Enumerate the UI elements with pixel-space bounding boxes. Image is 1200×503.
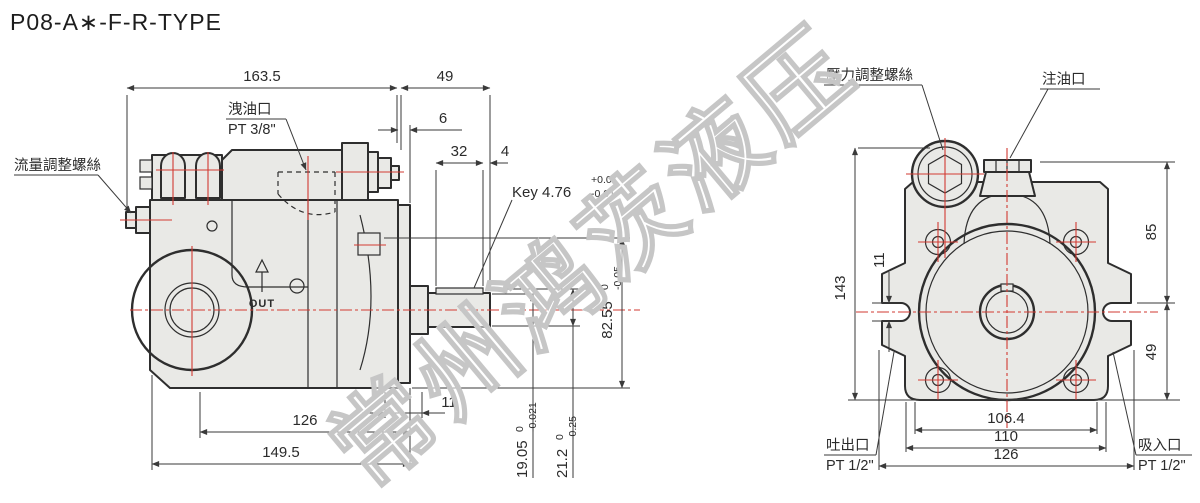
svg-text:洩油口: 洩油口 — [228, 101, 272, 118]
dim-19-05: 19.05 0 -0.021 — [492, 293, 540, 478]
svg-text:PT 1/2": PT 1/2" — [1138, 458, 1186, 474]
dim-143: 143 — [832, 147, 1180, 401]
svg-text:49: 49 — [1143, 344, 1160, 361]
svg-text:6: 6 — [439, 110, 447, 127]
svg-text:流量調整螺絲: 流量調整螺絲 — [14, 157, 101, 174]
svg-text:21.2: 21.2 — [554, 449, 571, 478]
dim-82-55: 82.55 0 -0.05 — [384, 237, 630, 389]
dim-4: 4 — [489, 143, 509, 166]
fv-bolt-hole — [1056, 222, 1096, 262]
fv-bolt-hole — [918, 222, 958, 262]
fv-bolt-holes — [918, 222, 1096, 400]
svg-text:126: 126 — [292, 412, 317, 429]
label-drain-port: 洩油口 PT 3/8" — [226, 101, 307, 171]
dim-126-front: 126 — [878, 350, 1135, 470]
svg-text:+0.01: +0.01 — [591, 174, 618, 186]
svg-text:126: 126 — [993, 446, 1018, 463]
label-suction-port: 吸入口 PT 1/2" — [1112, 351, 1192, 474]
svg-text:0: 0 — [514, 426, 526, 432]
label-fill-port: 注油口 — [1009, 71, 1100, 159]
front-view: 143 11 85 49 — [824, 67, 1192, 474]
svg-text:0: 0 — [554, 434, 566, 440]
sv-top-cover — [221, 149, 343, 201]
dim-11-side: 11 — [362, 392, 457, 418]
sv-bolt-block — [139, 152, 223, 201]
sv-out-marking: OUT — [249, 258, 275, 310]
sv-shaft — [427, 287, 491, 328]
sv-shaft-key — [435, 287, 484, 295]
label-discharge-port: 吐出口 PT 1/2" — [824, 351, 895, 474]
svg-text:-0.05: -0.05 — [612, 266, 624, 290]
svg-text:85: 85 — [1143, 224, 1160, 241]
svg-text:163.5: 163.5 — [243, 68, 281, 85]
dim-106-4: 106.4 — [914, 402, 1098, 434]
dim-49-side: 49 — [400, 68, 491, 288]
dim-110: 110 — [905, 402, 1107, 452]
fv-bolt-hole — [1056, 360, 1096, 400]
svg-text:19.05: 19.05 — [514, 440, 531, 478]
dim-32: 32 — [435, 143, 484, 286]
label-pressure-screw: 壓力調整螺絲 — [824, 67, 944, 151]
svg-text:149.5: 149.5 — [262, 444, 300, 461]
fv-centerlines — [856, 138, 1158, 428]
svg-text:吐出口: 吐出口 — [826, 437, 870, 454]
page-title: P08-A∗-F-R-TYPE — [10, 9, 222, 35]
svg-text:82.55: 82.55 — [599, 301, 616, 339]
svg-text:110: 110 — [994, 428, 1018, 445]
svg-text:11: 11 — [441, 394, 457, 411]
svg-text:吸入口: 吸入口 — [1138, 438, 1182, 454]
sv-body — [149, 199, 399, 389]
sv-centerlines — [120, 152, 640, 376]
dim-149-5: 149.5 — [151, 375, 411, 470]
svg-text:-0.25: -0.25 — [567, 416, 579, 440]
dim-21-2: 21.2 0 -0.25 — [492, 288, 580, 478]
sv-drain-port-hidden — [277, 171, 336, 216]
svg-text:PT 1/2": PT 1/2" — [826, 458, 874, 474]
out-label: OUT — [249, 298, 275, 310]
dim-6: 6 — [378, 110, 462, 203]
svg-text:32: 32 — [451, 143, 468, 160]
svg-text:143: 143 — [832, 275, 849, 300]
fv-bolt-hole — [918, 360, 958, 400]
svg-text:0: 0 — [599, 284, 611, 290]
side-view: OUT 163.5 49 — [14, 68, 640, 478]
key-spec: Key 4.76 +0.01 -0.01 — [473, 174, 618, 289]
dim-11-front: 11 — [871, 252, 900, 352]
svg-text:注油口: 注油口 — [1042, 71, 1086, 88]
svg-text:-0.021: -0.021 — [527, 402, 539, 432]
svg-text:-0.01: -0.01 — [591, 188, 615, 200]
dim-163-5: 163.5 — [126, 68, 398, 208]
svg-text:Key 4.76: Key 4.76 — [512, 184, 571, 201]
svg-text:106.4: 106.4 — [987, 410, 1025, 427]
svg-text:壓力調整螺絲: 壓力調整螺絲 — [826, 67, 913, 84]
svg-text:11: 11 — [871, 252, 888, 268]
svg-text:PT 3/8": PT 3/8" — [228, 122, 276, 138]
svg-text:4: 4 — [501, 143, 509, 160]
svg-text:49: 49 — [437, 68, 454, 85]
dim-49-front: 49 — [1143, 302, 1170, 401]
dim-126-side: 126 — [199, 388, 411, 470]
label-flow-screw: 流量調整螺絲 — [14, 157, 132, 214]
